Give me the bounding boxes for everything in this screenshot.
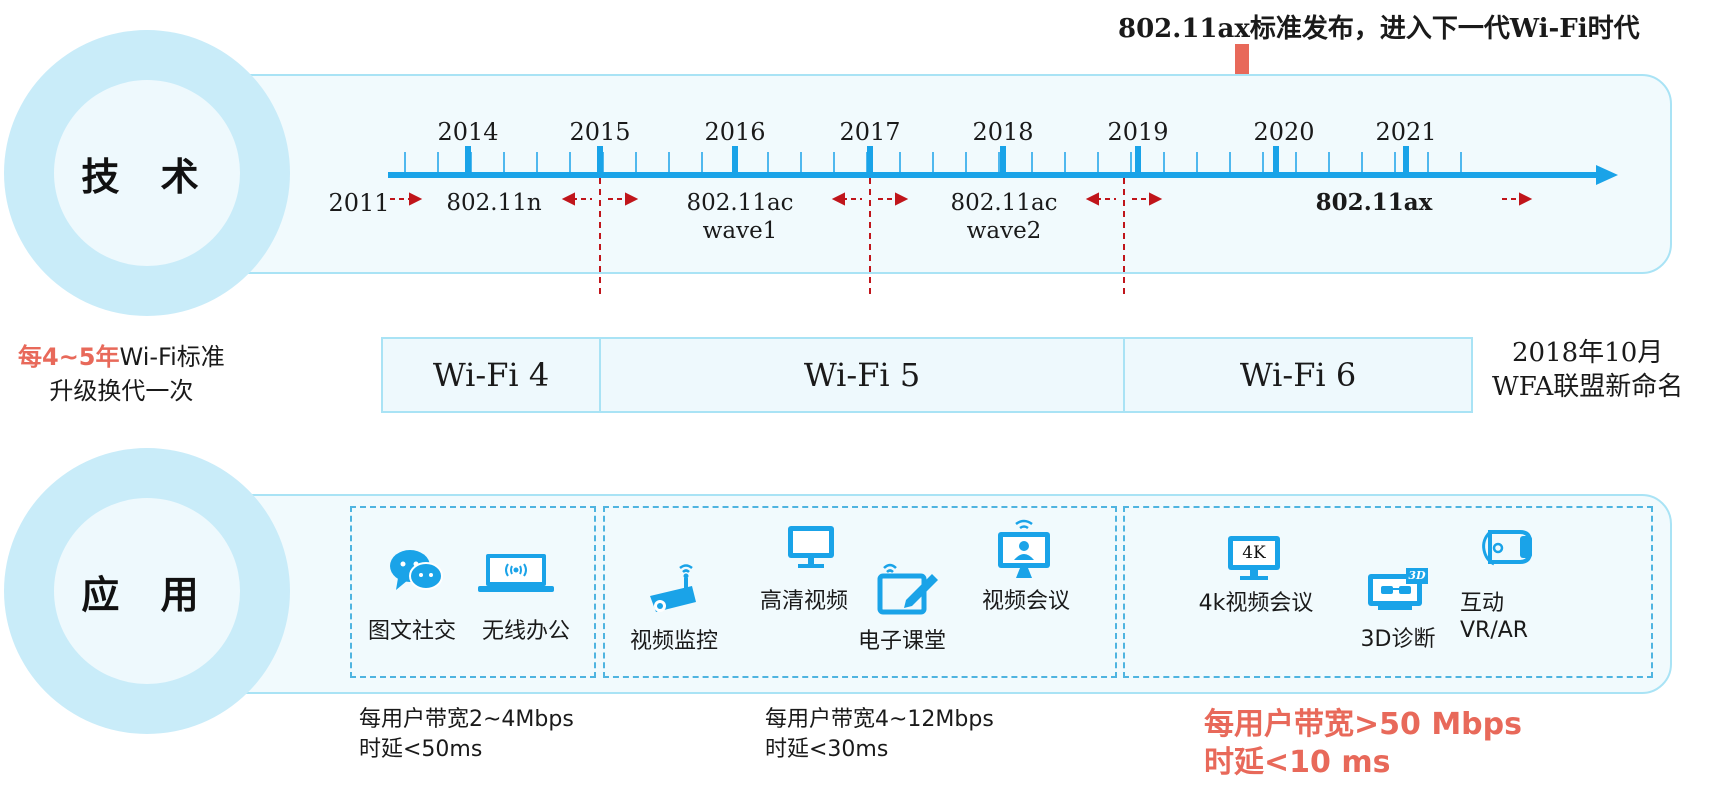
cycle-highlight: 每4~5年 xyxy=(18,343,120,371)
major-tick xyxy=(1273,146,1279,172)
year-2015: 2015 xyxy=(569,118,631,146)
major-tick xyxy=(1000,146,1006,172)
vr-headset-icon xyxy=(1482,530,1532,566)
wifi5-app-box xyxy=(603,506,1117,678)
year-2019: 2019 xyxy=(1107,118,1169,146)
app-e-classroom: 电子课堂 xyxy=(857,629,947,654)
wifi4-app-box xyxy=(350,506,596,678)
bandwidth-wifi5: 每用户带宽4~12Mbps 时延<30ms xyxy=(765,707,994,762)
major-tick xyxy=(1135,146,1141,172)
app-label: 应 用 xyxy=(54,498,240,684)
range-arrows xyxy=(390,192,1533,206)
app-4k-meeting: 4k视频会议 xyxy=(1198,591,1314,616)
4k-icon-text: 4K xyxy=(1233,541,1275,565)
app-social: 图文社交 xyxy=(367,619,457,644)
start-year: 2011 xyxy=(328,189,390,217)
chat-icon xyxy=(390,550,443,590)
bandwidth-wifi4: 每用户带宽2~4Mbps 时延<50ms xyxy=(359,707,574,762)
major-tick xyxy=(1403,146,1409,172)
app-interactive-vr: 互动 VR/AR xyxy=(1460,591,1529,643)
std-80211ax: 802.11ax xyxy=(1315,189,1433,216)
monitor-icon xyxy=(788,526,834,568)
timeline-arrowhead xyxy=(1596,165,1618,185)
year-2020: 2020 xyxy=(1253,118,1315,146)
app-office: 无线办公 xyxy=(481,619,571,644)
std-80211n: 802.11n xyxy=(446,190,542,216)
app-hd-video: 高清视频 xyxy=(759,589,849,614)
cycle-note: 每4~5年Wi-Fi标准 升级换代一次 xyxy=(18,343,225,405)
major-tick xyxy=(465,146,471,172)
timeline-ticks xyxy=(404,146,1462,172)
4k-monitor-icon: 4K xyxy=(1228,536,1280,582)
app-surveillance: 视频监控 xyxy=(629,629,719,654)
year-2016: 2016 xyxy=(704,118,766,146)
naming-note: 2018年10月 WFA联盟新命名 xyxy=(1492,338,1684,402)
year-2014: 2014 xyxy=(437,118,499,146)
year-2018: 2018 xyxy=(972,118,1034,146)
gen-wifi4: Wi-Fi 4 xyxy=(381,337,601,413)
gen-wifi6: Wi-Fi 6 xyxy=(1123,337,1473,413)
headline: 802.11ax标准发布，进入下一代Wi-Fi时代 xyxy=(1118,14,1640,44)
classroom-icon xyxy=(877,563,938,615)
camera-icon xyxy=(650,564,696,612)
video-conference-icon xyxy=(998,519,1050,578)
year-2021: 2021 xyxy=(1375,118,1437,146)
tech-label: 技 术 xyxy=(54,80,240,266)
3d-monitor-icon: 3D xyxy=(1368,568,1428,614)
gen-wifi5: Wi-Fi 5 xyxy=(599,337,1125,413)
app-3d-diagnosis: 3D诊断 xyxy=(1360,627,1436,652)
wifi6-app-box xyxy=(1123,506,1653,678)
wireless-laptop-icon xyxy=(478,554,554,592)
major-tick xyxy=(597,146,603,172)
3d-icon-text: 3D xyxy=(1406,568,1428,584)
bandwidth-wifi6: 每用户带宽>50 Mbps 时延<10 ms xyxy=(1204,707,1522,780)
major-tick xyxy=(732,146,738,172)
year-2017: 2017 xyxy=(839,118,901,146)
app-video-meeting: 视频会议 xyxy=(981,589,1071,614)
timeline xyxy=(388,146,1618,298)
major-tick xyxy=(867,146,873,172)
